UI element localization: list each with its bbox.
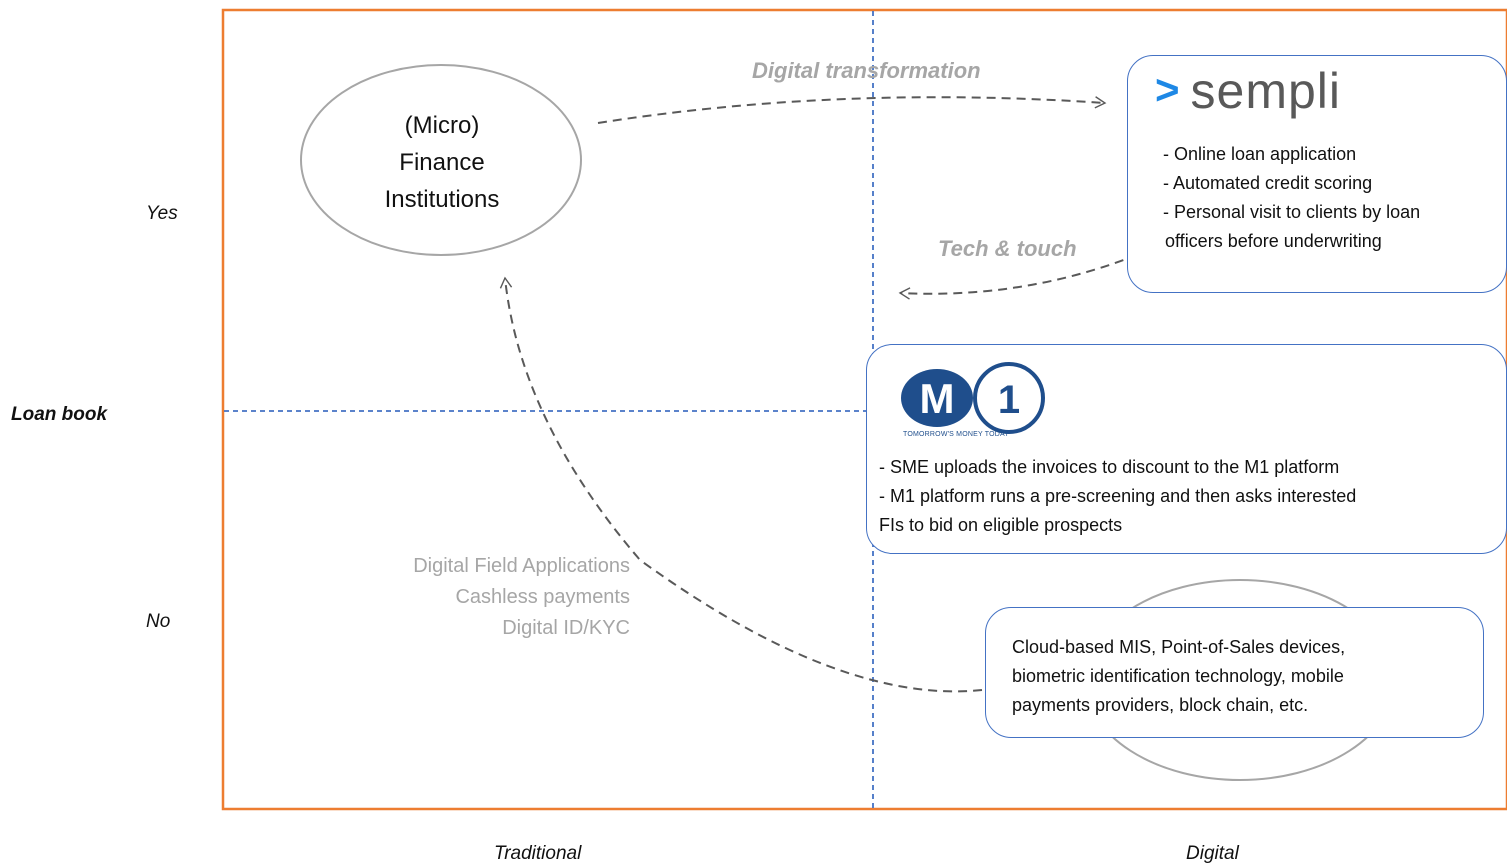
m1-feature: - SME uploads the invoices to discount t…: [879, 457, 1340, 477]
m1-feature: FIs to bid on eligible prospects: [879, 515, 1123, 535]
sempli-card: [1127, 55, 1507, 293]
enabler-item: Cashless payments: [455, 586, 630, 608]
sempli-features: - Online loan application - Automated cr…: [1163, 140, 1420, 256]
tech-line: Cloud-based MIS, Point-of-Sales devices,: [1012, 637, 1346, 657]
sempli-wordmark: sempli: [1190, 63, 1342, 119]
digital-enablers-list: Digital Field Applications Cashless paym…: [413, 551, 630, 644]
m1-feature: - M1 platform runs a pre-screening and t…: [879, 486, 1357, 506]
ellipse-line: (Micro): [404, 112, 480, 139]
x-axis-digital-label: Digital: [1186, 843, 1239, 864]
enabler-item: Digital ID/KYC: [502, 617, 630, 639]
tech-line: biometric identification technology, mob…: [1012, 666, 1344, 686]
micro-finance-ellipse: [300, 64, 582, 256]
m1-tagline: TOMORROW'S MONEY TODAY: [903, 431, 1010, 438]
x-axis-traditional-label: Traditional: [494, 843, 582, 864]
tech-providers-card: [985, 607, 1484, 738]
ellipse-line: Finance: [399, 149, 485, 176]
m1-features: - SME uploads the invoices to discount t…: [879, 453, 1356, 540]
sempli-feature: - Online loan application: [1163, 144, 1357, 164]
tech-line: payments providers, block chain, etc.: [1012, 695, 1309, 715]
tech-providers-text: Cloud-based MIS, Point-of-Sales devices,…: [1012, 633, 1345, 720]
enabler-item: Digital Field Applications: [413, 555, 630, 577]
y-axis-yes-label: Yes: [146, 203, 178, 224]
ellipse-line: Institutions: [384, 186, 500, 213]
quadrant-frame: [221, 8, 1507, 811]
digital-transformation-arrow: [597, 96, 1107, 124]
tech-touch-label: Tech & touch: [938, 236, 1077, 261]
sempli-logo: >sempli: [1155, 62, 1341, 120]
y-axis-title: Loan book: [11, 404, 108, 425]
y-axis-no-label: No: [146, 611, 171, 632]
sempli-chevron-icon: >: [1155, 66, 1181, 113]
sempli-feature: - Automated credit scoring: [1163, 173, 1373, 193]
sempli-feature: officers before underwriting: [1165, 231, 1382, 251]
micro-finance-label: (Micro) Finance Institutions: [302, 107, 582, 218]
digital-transformation-label: Digital transformation: [752, 58, 981, 83]
sempli-feature: - Personal visit to clients by loan: [1163, 202, 1421, 222]
digitization-arrow: [499, 276, 983, 693]
